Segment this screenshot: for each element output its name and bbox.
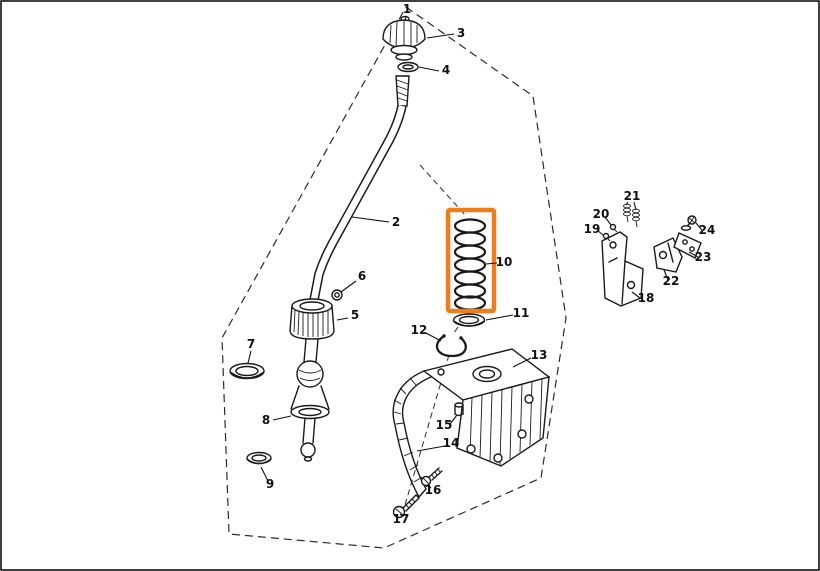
screw-part19 <box>602 232 611 242</box>
leader-line-part-14 <box>416 445 446 452</box>
part-label-17: 17 <box>393 512 410 526</box>
seal-ring-part7 <box>229 362 265 380</box>
spacer-pin-part15 <box>454 402 464 417</box>
part-label-5: 5 <box>351 308 359 322</box>
leader-line-part-24 <box>695 222 703 231</box>
leader-line-part-2 <box>351 216 390 223</box>
leader-line-part-1 <box>404 15 407 22</box>
part-label-3: 3 <box>457 26 465 40</box>
highlight-box <box>445 207 497 314</box>
leader-line-part-8 <box>272 415 292 421</box>
part-label-12: 12 <box>411 323 428 337</box>
part-label-4: 4 <box>442 63 450 77</box>
leader-line-part-10 <box>485 262 498 265</box>
part-label-14: 14 <box>443 436 460 450</box>
leader-line-part-21 <box>625 201 629 206</box>
leader-line-part-3 <box>426 33 455 39</box>
part-label-22: 22 <box>663 274 680 288</box>
leader-line-part-13 <box>512 357 532 368</box>
shift-knob-assembly <box>382 15 426 73</box>
screw-part20 <box>609 223 618 233</box>
leader-line-part-19 <box>596 229 604 236</box>
part-label-9: 9 <box>266 477 274 491</box>
bolt-part16 <box>420 467 443 487</box>
part-label-24: 24 <box>699 223 716 237</box>
part-label-1: 1 <box>403 2 411 16</box>
shift-lever-rod-part2 <box>309 75 410 301</box>
leader-line-part-9 <box>260 466 269 482</box>
part-label-7: 7 <box>247 337 255 351</box>
part-label-16: 16 <box>425 483 442 497</box>
leader-line-part-12 <box>425 332 442 342</box>
part-label-11: 11 <box>513 306 530 320</box>
leader-line-part-22 <box>663 269 669 281</box>
part-label-10: 10 <box>496 255 513 269</box>
screw-part17 <box>392 494 420 519</box>
leader-line-part-6 <box>340 280 357 293</box>
lock-nut-part6 <box>331 289 343 301</box>
knurled-collar-part5 <box>289 298 335 340</box>
latch-bracket-part18 <box>601 231 644 307</box>
circlip-part12 <box>435 334 467 358</box>
ball-joint-part8 <box>290 338 330 462</box>
leader-line-part-23 <box>688 251 699 258</box>
part-label-15: 15 <box>436 418 453 432</box>
leader-line-part-15 <box>449 414 458 425</box>
mounting-bracket-part13 <box>422 348 551 467</box>
ring-part9 <box>246 451 272 465</box>
part-label-8: 8 <box>262 413 270 427</box>
dashed-outline <box>221 6 567 549</box>
flexible-strap-part14 <box>392 370 432 498</box>
part-label-6: 6 <box>358 269 366 283</box>
leader-line-part-11 <box>485 314 514 321</box>
leader-line-part-7 <box>247 350 252 364</box>
leader-line-part-21 <box>633 201 637 211</box>
leader-line-part-4 <box>418 66 440 72</box>
part-label-21: 21 <box>624 189 641 203</box>
part-label-18: 18 <box>638 291 655 305</box>
bolt-part24 <box>680 215 697 231</box>
part-label-23: 23 <box>695 250 712 264</box>
part-label-13: 13 <box>531 348 548 362</box>
knob-washer-part4 <box>397 61 419 73</box>
part-label-20: 20 <box>593 207 610 221</box>
leader-line-part-20 <box>604 216 612 226</box>
leader-line-part-17 <box>399 513 403 517</box>
leader-line-part-16 <box>427 484 432 489</box>
part-label-2: 2 <box>392 215 400 229</box>
coil-spring-part10 <box>453 218 487 311</box>
part-label-19: 19 <box>584 222 601 236</box>
leader-line-part-5 <box>336 317 349 321</box>
leader-line-part-18 <box>631 291 641 299</box>
plate-part23 <box>673 232 702 259</box>
seat-ring-part11 <box>452 313 486 327</box>
